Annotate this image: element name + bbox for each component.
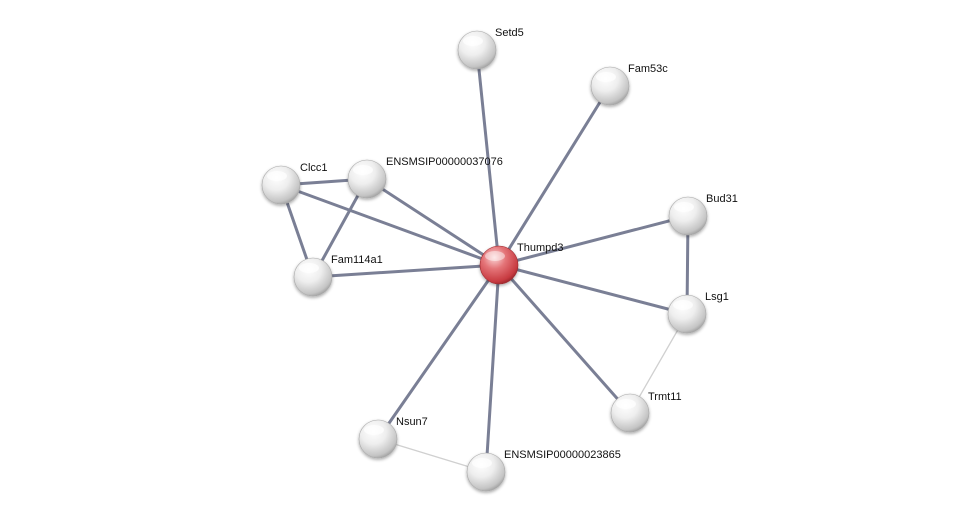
node-label-thumpd3: Thumpd3 [517,242,563,254]
node-label-ensmsip00000023865: ENSMSIP00000023865 [504,449,621,461]
node-bud31[interactable]: Bud31 [668,193,738,236]
node-label-bud31: Bud31 [706,193,738,205]
node-circle-fam114a1[interactable] [293,257,333,297]
node-label-fam53c: Fam53c [628,63,668,75]
node-label-trmt11: Trmt11 [648,391,682,403]
node-fam53c[interactable]: Fam53c [590,63,668,106]
node-label-clcc1: Clcc1 [300,162,328,174]
edge-thumpd3-trmt11[interactable] [497,263,632,415]
edge-thumpd3-setd5[interactable] [475,48,501,267]
node-label-ensmsip00000037076: ENSMSIP00000037076 [386,156,503,168]
node-circle-trmt11[interactable] [610,393,650,433]
node-circle-fam53c[interactable] [590,66,630,106]
query-node-circle-thumpd3[interactable] [479,245,519,285]
edge-thumpd3-nsun7[interactable] [376,263,501,441]
edge-thumpd3-fam53c[interactable] [497,84,612,267]
node-ensmsip00000023865[interactable]: ENSMSIP00000023865 [466,449,621,492]
node-setd5[interactable]: Setd5 [457,27,524,70]
node-circle-ensmsip00000023865[interactable] [466,452,506,492]
edge-thumpd3-ensmsip00000037076[interactable] [365,177,501,267]
node-circle-bud31[interactable] [668,196,708,236]
node-circle-lsg1[interactable] [667,294,707,334]
edge-thumpd3-clcc1[interactable] [279,183,501,267]
node-circle-nsun7[interactable] [358,419,398,459]
nodes-layer: Thumpd3 Setd5Fam53cENSMSIP00000037076Clcc… [261,27,738,492]
edge-thumpd3-ensmsip00000023865[interactable] [484,263,501,474]
node-ensmsip00000037076[interactable]: ENSMSIP00000037076 [347,156,503,199]
node-lsg1[interactable]: Lsg1 [667,291,729,334]
node-circle-setd5[interactable] [457,30,497,70]
node-trmt11[interactable]: Trmt11 [610,391,682,433]
node-circle-ensmsip00000037076[interactable] [347,159,387,199]
node-label-setd5: Setd5 [495,27,524,39]
node-circle-clcc1[interactable] [261,165,301,205]
edge-thumpd3-lsg1[interactable] [497,263,689,316]
edge-thumpd3-fam114a1[interactable] [311,263,501,279]
node-label-nsun7: Nsun7 [396,416,428,428]
edge-thumpd3-bud31[interactable] [497,214,690,267]
node-label-fam114a1: Fam114a1 [331,254,383,266]
node-label-lsg1: Lsg1 [705,291,729,303]
